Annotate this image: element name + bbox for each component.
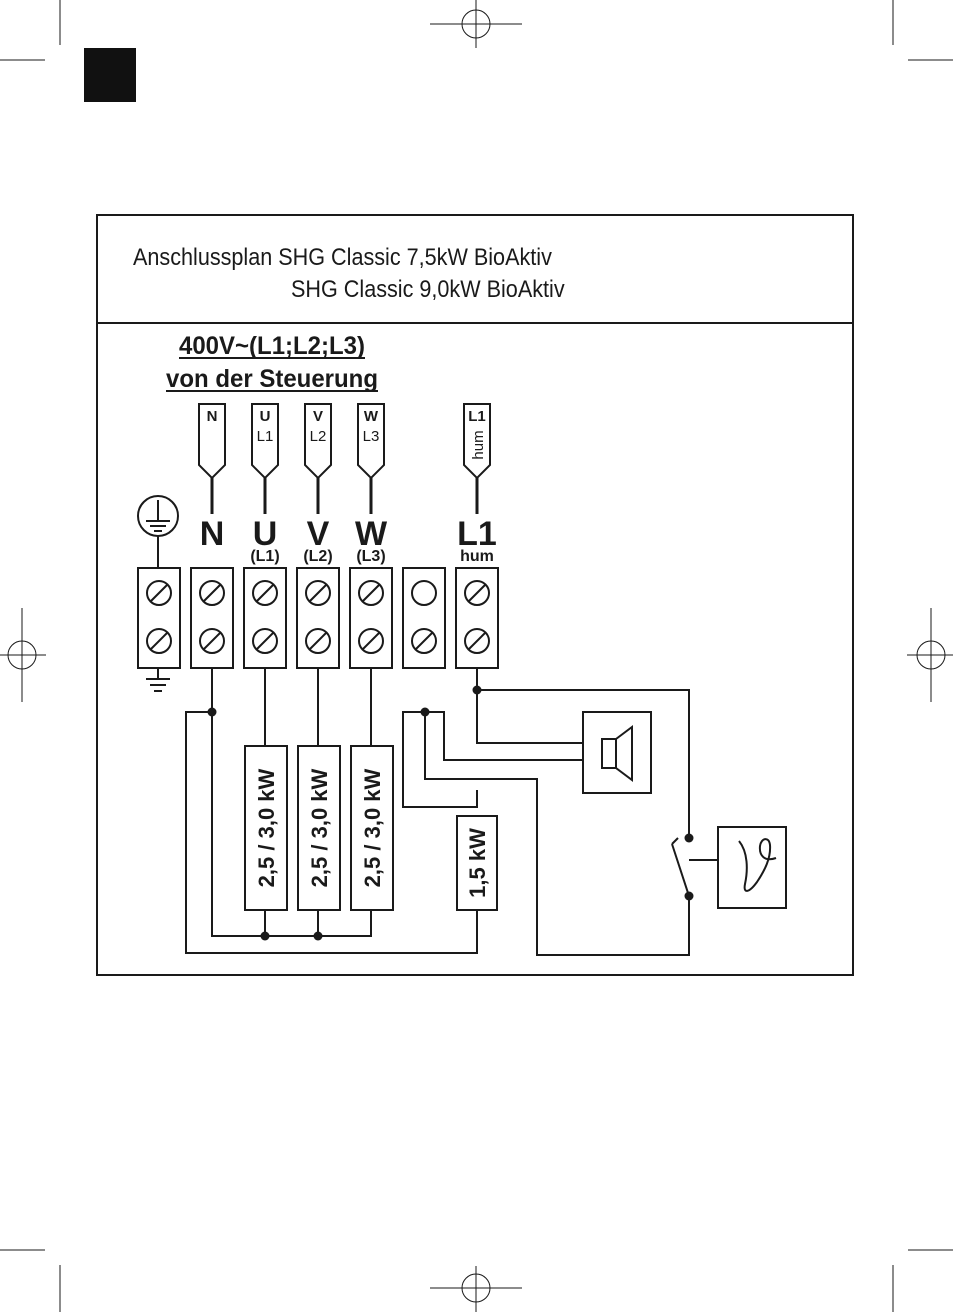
- heater-3: 2,5 / 3,0 kW: [351, 746, 393, 910]
- registration-mark-right: [907, 608, 953, 702]
- title-line-1: Anschlussplan SHG Classic 7,5kW BioAktiv: [133, 243, 552, 270]
- plug-l1-top: L1: [468, 408, 486, 425]
- terminal-label-n: N: [200, 515, 225, 553]
- terminal-sub-v: (L2): [303, 548, 332, 565]
- page-marker: [84, 48, 136, 102]
- heater-3-rating: 2,5 / 3,0 kW: [360, 768, 385, 887]
- supply-source: von der Steuerung: [166, 365, 378, 393]
- speaker-icon: [583, 712, 651, 793]
- switch-icon: [672, 834, 694, 901]
- plug-u-top: U: [260, 408, 271, 425]
- heater-4-rating: 1,5 kW: [465, 828, 490, 898]
- supply-voltage: 400V~(L1;L2;L3): [179, 332, 365, 360]
- plug-u-bottom: L1: [257, 428, 274, 445]
- terminal-sub-l1: hum: [460, 548, 494, 565]
- temperature-symbol-icon: [718, 827, 786, 908]
- plug-v-bottom: L2: [310, 428, 327, 445]
- title-line-2: SHG Classic 9,0kW BioAktiv: [291, 275, 565, 302]
- heater-1-rating: 2,5 / 3,0 kW: [254, 768, 279, 887]
- heater-2: 2,5 / 3,0 kW: [298, 746, 340, 910]
- plug-w-bottom: L3: [363, 428, 380, 445]
- protective-earth-icon: [138, 496, 178, 568]
- heater-4: 1,5 kW: [457, 816, 497, 910]
- plug-v: V L2: [305, 404, 331, 514]
- registration-mark-top: [430, 0, 522, 48]
- plug-w: W L3: [358, 404, 384, 514]
- plug-n-top: N: [207, 408, 218, 425]
- plug-v-top: V: [313, 408, 323, 425]
- plug-l1-bottom: hum: [470, 430, 487, 459]
- plug-u: U L1: [252, 404, 278, 514]
- ground-icon: [146, 668, 170, 691]
- registration-mark-left: [0, 608, 46, 702]
- registration-mark-bottom: [430, 1266, 522, 1312]
- heater-2-rating: 2,5 / 3,0 kW: [307, 768, 332, 887]
- plug-w-top: W: [364, 408, 379, 425]
- terminal-sub-w: (L3): [356, 548, 385, 565]
- plug-n: N: [199, 404, 225, 514]
- terminal-sub-u: (L1): [250, 548, 279, 565]
- plug-l1-hum: L1 hum: [464, 404, 490, 514]
- heater-1: 2,5 / 3,0 kW: [245, 746, 287, 910]
